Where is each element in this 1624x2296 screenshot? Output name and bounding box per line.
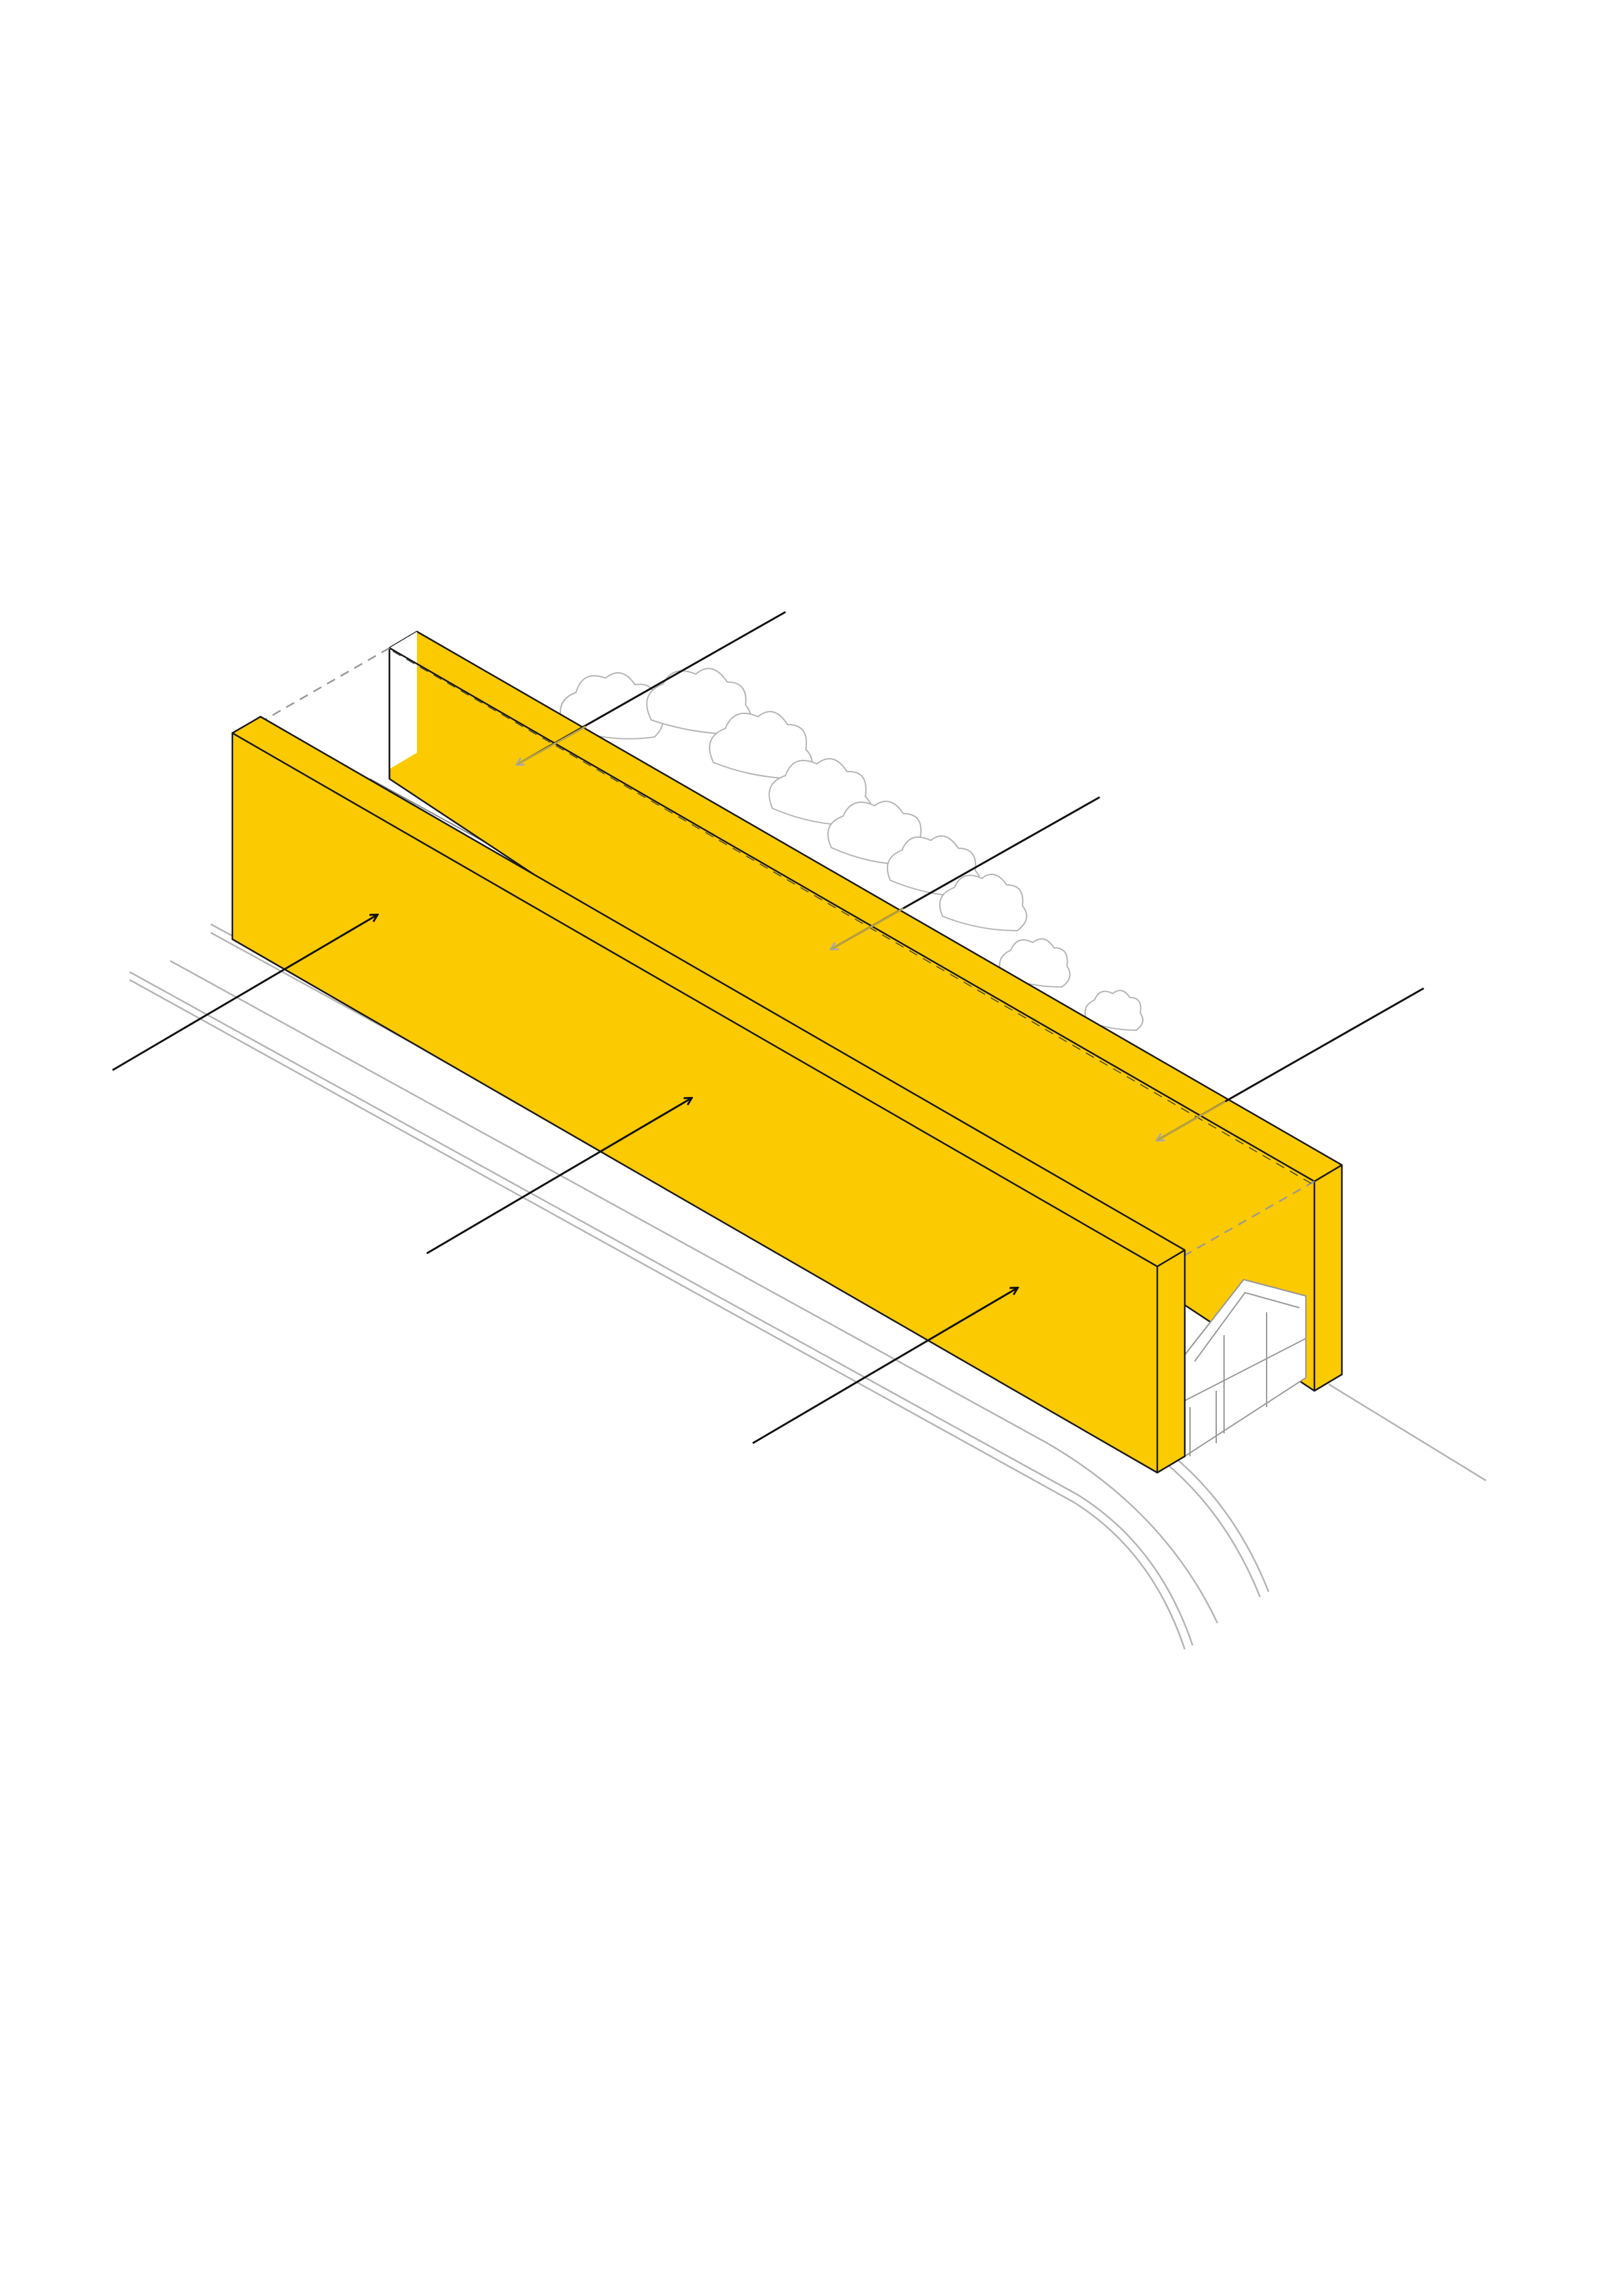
outgoing-arrows <box>517 611 1424 1140</box>
trees-background <box>560 668 1144 1031</box>
arrow-in-2 <box>426 1098 691 1255</box>
front-wall <box>231 715 1186 1474</box>
arrow-in-1 <box>112 915 377 1071</box>
arrow-in-3 <box>752 1288 1017 1444</box>
back-wall <box>258 630 1343 1392</box>
incoming-arrows <box>112 915 1017 1444</box>
